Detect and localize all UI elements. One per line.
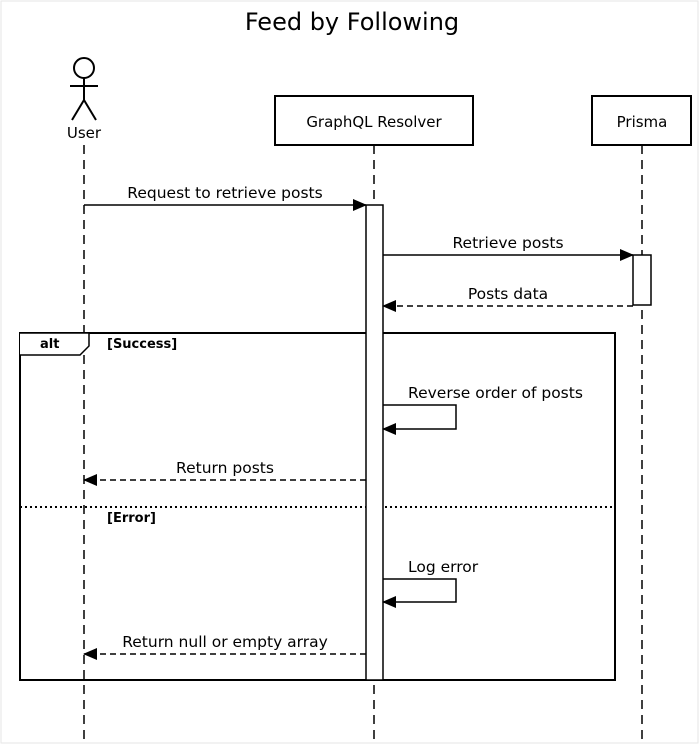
alt-fragment-tag — [20, 332, 90, 356]
log-error-self-message-arrow — [382, 578, 457, 608]
prisma-participant-label: Prisma — [617, 113, 668, 131]
user-actor-label: User — [67, 124, 102, 142]
retrieve-message-label: Retrieve posts — [452, 234, 563, 252]
posts-data-label: Posts data — [468, 285, 548, 303]
log-error-label: Log error — [408, 558, 479, 576]
success-guard: [Success] — [107, 337, 177, 352]
resolver-activation-bar — [365, 204, 384, 681]
reverse-message-label: Reverse order of posts — [408, 384, 583, 402]
prisma-activation-bar — [632, 254, 652, 306]
resolver-participant-label: GraphQL Resolver — [306, 113, 442, 131]
return-posts-label: Return posts — [176, 459, 274, 477]
reverse-self-message-arrow — [382, 404, 457, 435]
user-actor-icon — [70, 57, 98, 121]
return-null-label: Return null or empty array — [122, 633, 328, 651]
diagram-title: Feed by Following — [245, 8, 459, 36]
resolver-participant-box — [274, 95, 474, 146]
alt-fragment-type: alt — [40, 337, 59, 352]
request-message-label: Request to retrieve posts — [127, 184, 322, 202]
error-guard: [Error] — [107, 511, 156, 526]
prisma-participant-box — [591, 95, 692, 146]
